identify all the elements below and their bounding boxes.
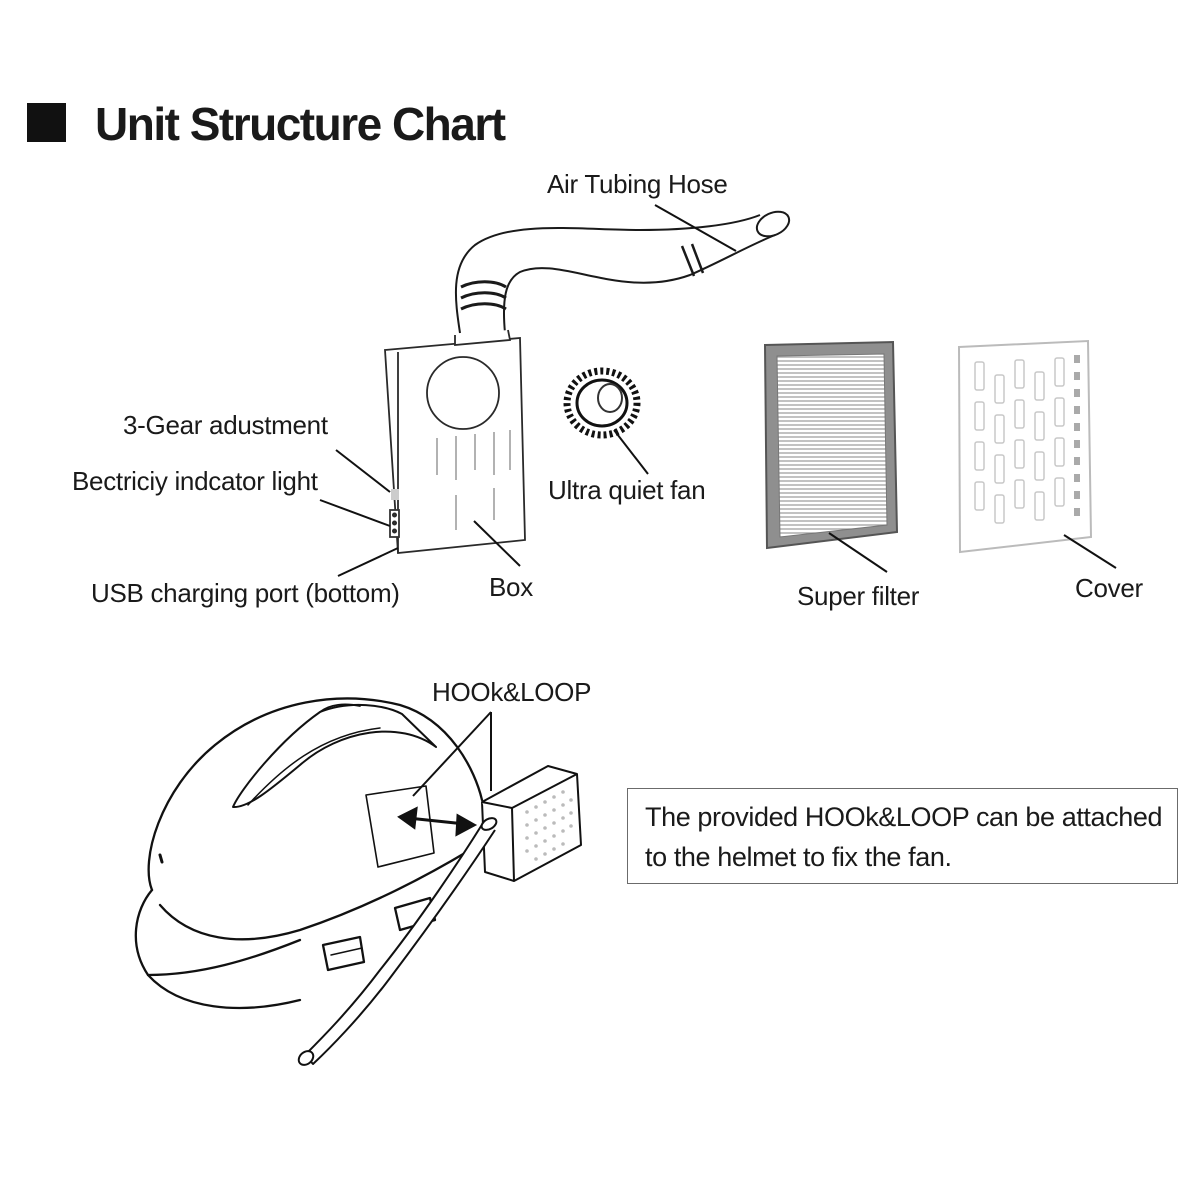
note-box: The provided HOOk&LOOP can be attached t… xyxy=(627,788,1178,884)
cover-drawing xyxy=(957,339,1093,554)
label-indicator-light: Bectriciy indcator light xyxy=(72,466,318,496)
label-usb-port: USB charging port (bottom) xyxy=(91,578,400,608)
box-drawing xyxy=(384,329,526,554)
label-fan: Ultra quiet fan xyxy=(548,475,706,505)
label-box: Box xyxy=(489,572,533,602)
super-filter-drawing xyxy=(763,340,899,550)
label-hook-loop: HOOk&LOOP xyxy=(432,677,592,707)
helmet-drawing xyxy=(134,697,484,1010)
fan-drawing xyxy=(563,367,641,439)
label-super-filter: Super filter xyxy=(797,581,920,611)
double-arrow-icon xyxy=(397,806,478,837)
leader-lines xyxy=(319,204,1117,797)
label-gear-adjustment: 3-Gear adustment xyxy=(123,410,328,440)
note-text: The provided HOOk&LOOP can be attached t… xyxy=(645,802,1163,872)
air-tubing-hose-drawing xyxy=(454,210,791,334)
helmet-fan-box-drawing xyxy=(297,765,582,1066)
title-square-icon xyxy=(27,103,66,142)
label-cover: Cover xyxy=(1075,573,1143,603)
page-title: Unit Structure Chart xyxy=(95,98,506,150)
label-air-tubing-hose: Air Tubing Hose xyxy=(547,169,728,199)
